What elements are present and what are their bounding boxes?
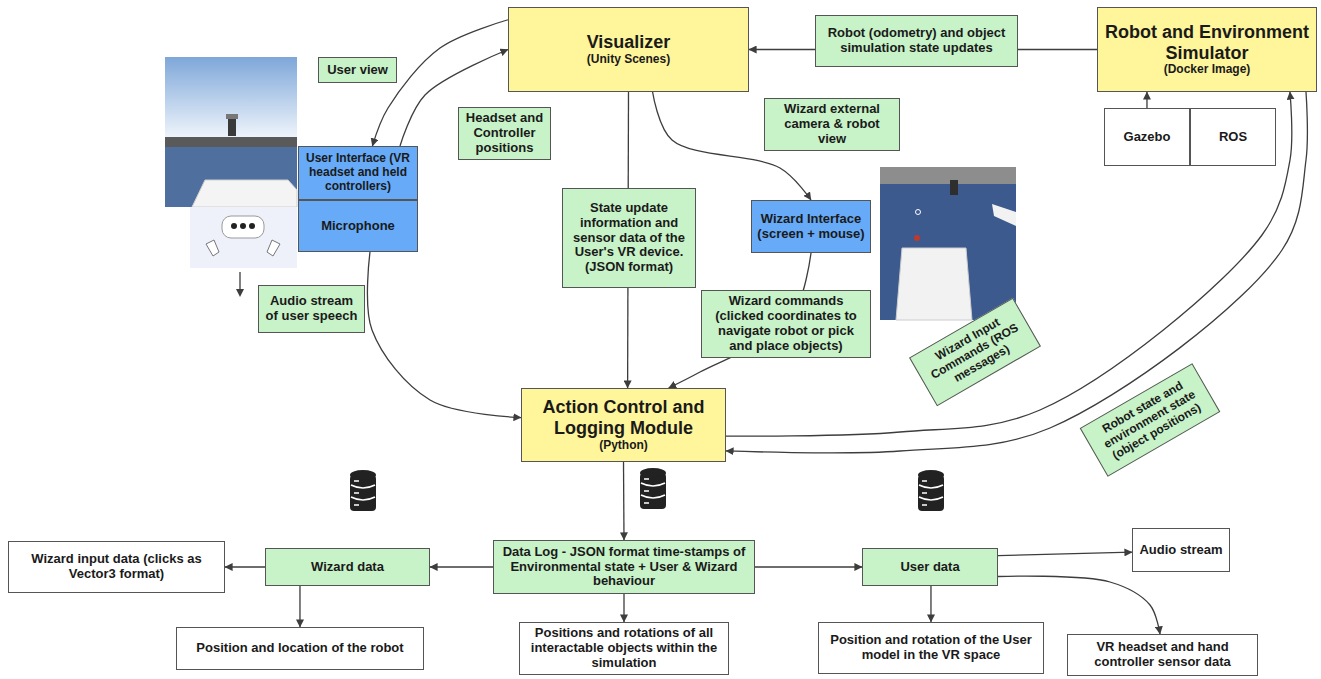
database-icon	[350, 470, 376, 511]
robot-figure	[228, 118, 236, 136]
connector-arrow	[623, 594, 624, 622]
data-box: User data	[862, 548, 998, 586]
data-item-box: Audio stream	[1132, 528, 1230, 572]
box-label: Wizard Interface (screen + mouse)	[757, 212, 865, 242]
box-label: Wizard input data (clicks as Vector3 for…	[14, 552, 219, 582]
module-box: Visualizer(Unity Scenes)	[508, 7, 749, 92]
box-label: Action Control and Logging Module	[527, 397, 720, 438]
edge-label: Wizard external camera & robot view	[764, 98, 900, 151]
connector-arrow	[367, 252, 521, 418]
box-label: Position and location of the robot	[196, 641, 403, 656]
db-marks	[922, 481, 927, 505]
edge-label: Robot (odometry) and object simulation s…	[815, 15, 1018, 67]
data-item-box: Positions and rotations of all interacta…	[519, 622, 729, 675]
box-label: Wizard data	[311, 560, 384, 575]
floor	[165, 147, 297, 207]
box-label: User data	[900, 560, 959, 575]
module-box: Robot and Environment Simulator(Docker I…	[1097, 7, 1317, 92]
data-item-box: Position and location of the robot	[176, 627, 424, 670]
edge-label: State update information and sensor data…	[562, 188, 696, 288]
photo-ground	[190, 207, 297, 268]
connector-arrow	[623, 462, 625, 540]
table-slab	[992, 204, 1016, 226]
data-item-box: Position and rotation of the User model …	[818, 622, 1044, 674]
wall	[880, 167, 1016, 184]
hand-controller	[206, 240, 219, 256]
connector-arrow	[430, 566, 493, 567]
object-marker	[916, 210, 921, 215]
connector-arrow	[299, 586, 300, 627]
connector-arrow	[726, 92, 1307, 453]
db-body	[918, 475, 944, 511]
box-label: Positions and rotations of all interacta…	[525, 626, 723, 671]
interface-box: Microphone	[298, 200, 418, 252]
box-sublabel: (Python)	[599, 439, 648, 453]
component-box: ROS	[1190, 108, 1276, 166]
component-box: Gazebo	[1104, 108, 1190, 166]
box-sublabel: (Unity Scenes)	[587, 53, 670, 67]
headset-body	[222, 216, 264, 238]
horizon-wall	[165, 137, 297, 147]
log-box: Data Log - JSON format time-stamps of En…	[493, 540, 755, 594]
robot-figure	[950, 180, 958, 195]
interface-box: User Interface (VR headset and held cont…	[298, 146, 418, 200]
db-body	[350, 475, 376, 511]
headset-lens	[249, 223, 255, 229]
connector-arrow	[225, 566, 265, 567]
db-marks	[644, 479, 649, 503]
arrow-head	[236, 289, 244, 297]
db-top	[350, 470, 376, 480]
data-item-box: VR headset and hand controller sensor da…	[1067, 634, 1258, 676]
box-sublabel: (Docker Image)	[1164, 63, 1251, 77]
box-label: Position and rotation of the User model …	[824, 633, 1038, 663]
db-top	[918, 470, 944, 480]
stray-arrow	[236, 272, 244, 297]
connector-arrow	[726, 92, 1292, 436]
box-label: User Interface (VR headset and held cont…	[304, 152, 412, 193]
floor	[880, 167, 1016, 320]
table-slab	[896, 248, 972, 320]
box-label: Robot and Environment Simulator	[1103, 22, 1311, 63]
data-box: Wizard data	[265, 548, 430, 586]
interface-box: Wizard Interface (screen + mouse)	[751, 200, 871, 253]
edge-label: Wizard commands (clicked coordinates to …	[701, 290, 871, 358]
box-label: Gazebo	[1124, 130, 1171, 145]
connectors	[225, 20, 1307, 634]
edge-label: Wizard Input Commands (ROS messages)	[909, 298, 1041, 406]
box-label: Data Log - JSON format time-stamps of En…	[499, 545, 749, 590]
box-label: Microphone	[321, 219, 395, 234]
hand-controller	[267, 240, 280, 256]
database-icon	[918, 470, 944, 511]
box-label: Audio stream	[1139, 543, 1222, 558]
module-box: Action Control and Logging Module(Python…	[521, 388, 726, 462]
headset-lens	[240, 223, 246, 229]
object-marker	[914, 235, 920, 241]
db-body	[640, 473, 666, 509]
arrow-line	[239, 272, 240, 290]
box-label: ROS	[1219, 130, 1247, 145]
sky	[165, 57, 297, 137]
connector-arrow	[930, 586, 931, 622]
connector-arrow	[1146, 92, 1147, 108]
data-item-box: Wizard input data (clicks as Vector3 for…	[8, 541, 225, 593]
robot-head	[226, 114, 238, 119]
vr-headset-photo	[190, 207, 297, 268]
db-top	[640, 468, 666, 478]
wizard-view-screenshot	[880, 167, 1016, 320]
edge-label: Audio stream of user speech	[258, 285, 365, 333]
headset-lens	[231, 223, 237, 229]
edge-label: Robot state and environment state (objec…	[1080, 363, 1221, 476]
vr-view-screenshot	[165, 57, 297, 207]
connector-arrow	[755, 566, 862, 567]
connector-arrow	[998, 552, 1132, 555]
edge-label: User view	[318, 57, 397, 83]
table-slab	[192, 180, 297, 207]
box-label: Visualizer	[587, 32, 671, 53]
box-label: VR headset and hand controller sensor da…	[1073, 640, 1252, 670]
db-marks	[354, 481, 359, 505]
database-icon	[640, 468, 666, 509]
edge-label: Headset and Controller positions	[458, 107, 551, 160]
